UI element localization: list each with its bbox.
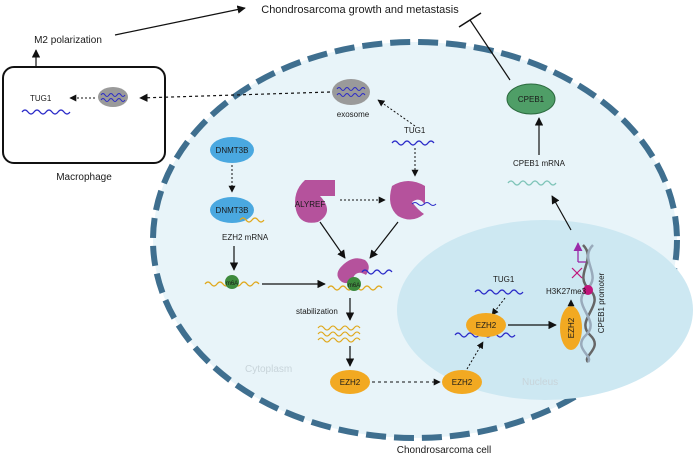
ezh2-protein-d (560, 306, 582, 350)
ezh2-protein-c (466, 313, 506, 337)
nucleus (397, 220, 693, 400)
h3k27me3-label: H3K27me3 (546, 287, 587, 296)
m2-polarization-label: M2 polarization (34, 35, 102, 46)
tug1-rna-cytoplasm (391, 140, 435, 146)
arrow-tug1-to-ezh2-nuc (491, 297, 506, 316)
exosome-rna-2 (100, 98, 126, 102)
ezh2-label-c: EZH2 (476, 321, 497, 330)
ezh2-mrna-label: EZH2 mRNA (222, 233, 269, 242)
tug1-bound-rna (411, 202, 437, 206)
title-growth-metastasis: Chondrosarcoma growth and metastasis (261, 4, 459, 16)
tug1-rna-macrophage (21, 109, 71, 115)
inhibition-cpeb1-growth (469, 19, 511, 81)
nucleus-label: Nucleus (522, 377, 558, 388)
exosome-cell-rna-1 (336, 87, 366, 91)
stable-mrna-2 (317, 331, 361, 337)
tug1-macrophage-label: TUG1 (30, 94, 52, 103)
m6a-label-center: m6A (348, 283, 360, 289)
ezh2-label-d: EZH2 (567, 317, 576, 338)
chondrosarcoma-cell-label: Chondrosarcoma cell (397, 445, 492, 456)
inhibition-bar (458, 12, 482, 28)
alyref-complex (337, 258, 369, 284)
alyref-label: ALYREF (295, 200, 326, 209)
dnmt3b-protein-bottom (210, 197, 254, 223)
arrow-alyref-to-m6a (319, 221, 346, 259)
tug1-rna-nucleus (474, 289, 524, 295)
m6a-dot-center (347, 277, 361, 291)
m6a-dot-left (225, 275, 239, 289)
ezh2-protein-a (330, 370, 370, 394)
m6a-label-left: m6A (226, 281, 238, 287)
complex-tug1-rna (361, 269, 393, 275)
macrophage-label: Macrophage (56, 172, 112, 183)
arrow-tug1-to-exosome (377, 99, 416, 127)
dna-strand-2 (580, 244, 594, 363)
exosome-label: exosome (337, 110, 370, 119)
ezh2-mrna-dnmt3b (239, 217, 265, 223)
cpeb1-label: CPEB1 (518, 95, 545, 104)
ezh2-protein-b (442, 370, 482, 394)
h3k27me3-mark (583, 285, 593, 295)
exosome-in-macrophage (98, 87, 128, 107)
dnmt3b-label-top: DNMT3B (216, 146, 249, 155)
dnmt3b-label-bottom: DNMT3B (216, 206, 249, 215)
exosome-in-cell (332, 79, 370, 105)
cpeb1-promoter-label: CPEB1 promoter (597, 272, 606, 333)
stable-mrna-1 (317, 325, 361, 331)
block-x-2 (571, 267, 583, 279)
macrophage-cell (2, 66, 166, 164)
alyref-tug1-protein (390, 181, 425, 220)
arrow-m2-to-growth (114, 5, 246, 36)
ezh2-label-b: EZH2 (452, 378, 473, 387)
arrow-exosome-to-macrophage (139, 91, 331, 102)
cpeb1-protein (506, 83, 556, 115)
stabilization-label: stabilization (296, 307, 338, 316)
dnmt3b-protein-top (210, 137, 254, 163)
tug1-cytoplasm-label: TUG1 (404, 126, 426, 135)
arrow-tug1alyref-to-m6a (369, 221, 399, 259)
tug1-nucleus-label: TUG1 (493, 275, 515, 284)
stable-mrna-3 (317, 337, 361, 343)
arrow-ezh2-to-nucleus (466, 341, 484, 370)
cpeb1-mrna-label: CPEB1 mRNA (513, 159, 566, 168)
arrow-promoter-to-mrna (551, 195, 572, 231)
exosome-cell-rna-2 (336, 93, 366, 97)
cpeb1-mrna (507, 180, 557, 186)
alyref-protein (295, 180, 335, 223)
ezh2-label-a: EZH2 (340, 378, 361, 387)
cytoplasm-label: Cytoplasm (245, 364, 292, 375)
exosome-rna-1 (100, 93, 126, 97)
dna-strand-1 (582, 244, 596, 363)
